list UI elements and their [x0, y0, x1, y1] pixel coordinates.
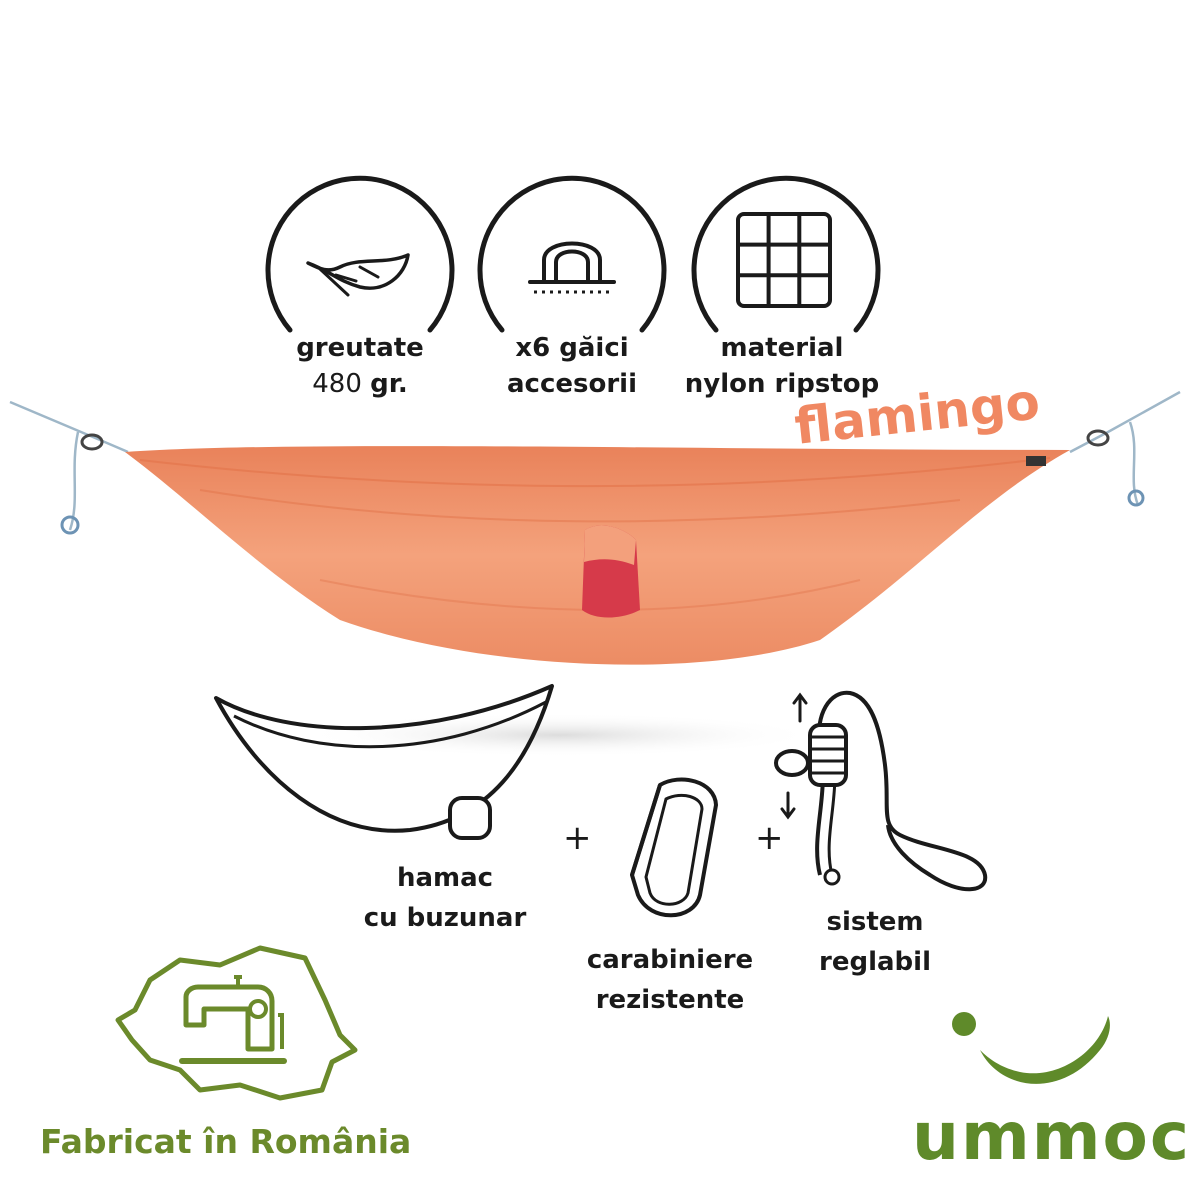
accessory-carabiner-label: carabiniere rezistente [555, 940, 785, 1020]
brand-logo-text: ummoc [912, 1098, 1191, 1175]
accessory-hammock-title: hamac [396, 863, 494, 893]
feature-arc-clips [477, 175, 667, 333]
hammock-icon [214, 684, 554, 840]
feature-arc-weight [265, 175, 455, 333]
grid-fabric-icon [736, 212, 832, 308]
plus-sign-2: + [755, 818, 784, 858]
feature-material-title: material [720, 333, 844, 363]
accessory-hammock-label: hamac cu buzunar [330, 858, 560, 938]
accessory-rope-title: sistem [826, 907, 924, 937]
feature-weight-title: greutate [296, 333, 424, 363]
feature-weight-value: 480 [312, 369, 362, 399]
ummoc-logo-smile-icon [952, 1012, 1110, 1084]
feature-material-label: material nylon ripstop [662, 330, 902, 402]
carabiner-icon [630, 777, 718, 918]
feature-weight-label: greutate 480 gr. [240, 330, 480, 402]
romania-map-icon [115, 945, 358, 1101]
feature-weight-unit: gr. [370, 369, 408, 399]
feature-clips-subtitle: accesorii [507, 369, 637, 399]
accessory-hammock-subtitle: cu buzunar [363, 903, 527, 933]
accessory-carabiner-title: carabiniere [586, 945, 754, 975]
tent-clip-icon [528, 241, 616, 294]
plus-sign-1: + [563, 818, 592, 858]
sewing-machine-icon [179, 975, 287, 1064]
accessory-rope-label: sistem reglabil [770, 902, 980, 982]
feature-weight-value-line: 480 gr. [240, 366, 480, 402]
accessory-rope-subtitle: reglabil [819, 947, 931, 977]
feature-arc-material [691, 175, 881, 333]
feature-clips-title: x6 găici [515, 333, 629, 363]
made-in-romania-label: Fabricat în România [40, 1122, 412, 1161]
accessory-carabiner-subtitle: rezistente [595, 985, 745, 1015]
rope-knot-icon [774, 690, 988, 892]
feature-clips-label: x6 găici accesorii [452, 330, 692, 402]
feature-material-subtitle: nylon ripstop [684, 369, 880, 399]
feather-icon [306, 253, 410, 297]
